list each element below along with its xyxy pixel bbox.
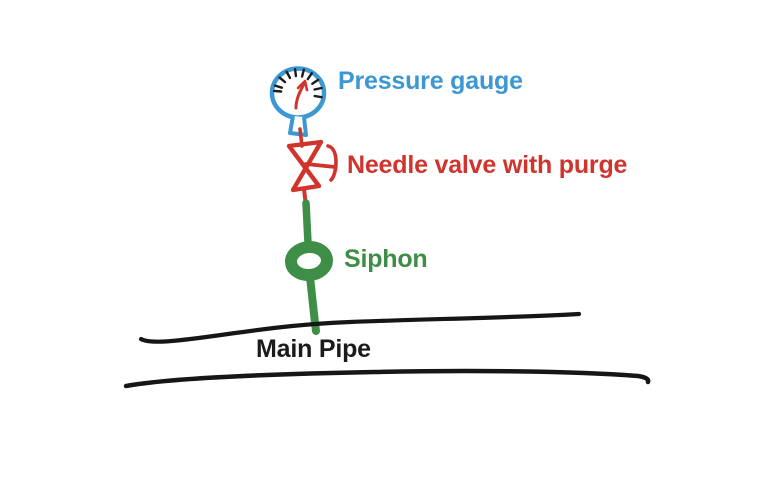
gauge-stem-icon xyxy=(288,115,308,137)
needle-valve-purge-icon xyxy=(286,127,338,208)
purge-line-icon xyxy=(304,162,337,169)
pressure-gauge-icon xyxy=(269,66,327,137)
purge-bar-icon xyxy=(326,144,338,182)
needle-valve-label: Needle valve with purge xyxy=(347,151,628,179)
main-pipe-label: Main Pipe xyxy=(256,335,371,363)
siphon-label: Siphon xyxy=(344,245,428,273)
gauge-ticks-icon xyxy=(272,67,323,99)
siphon-ring-icon xyxy=(285,199,333,335)
gauge-needle-icon xyxy=(294,79,309,110)
main-pipe-icon xyxy=(123,311,651,389)
pressure-gauge-label: Pressure gauge xyxy=(338,67,523,95)
